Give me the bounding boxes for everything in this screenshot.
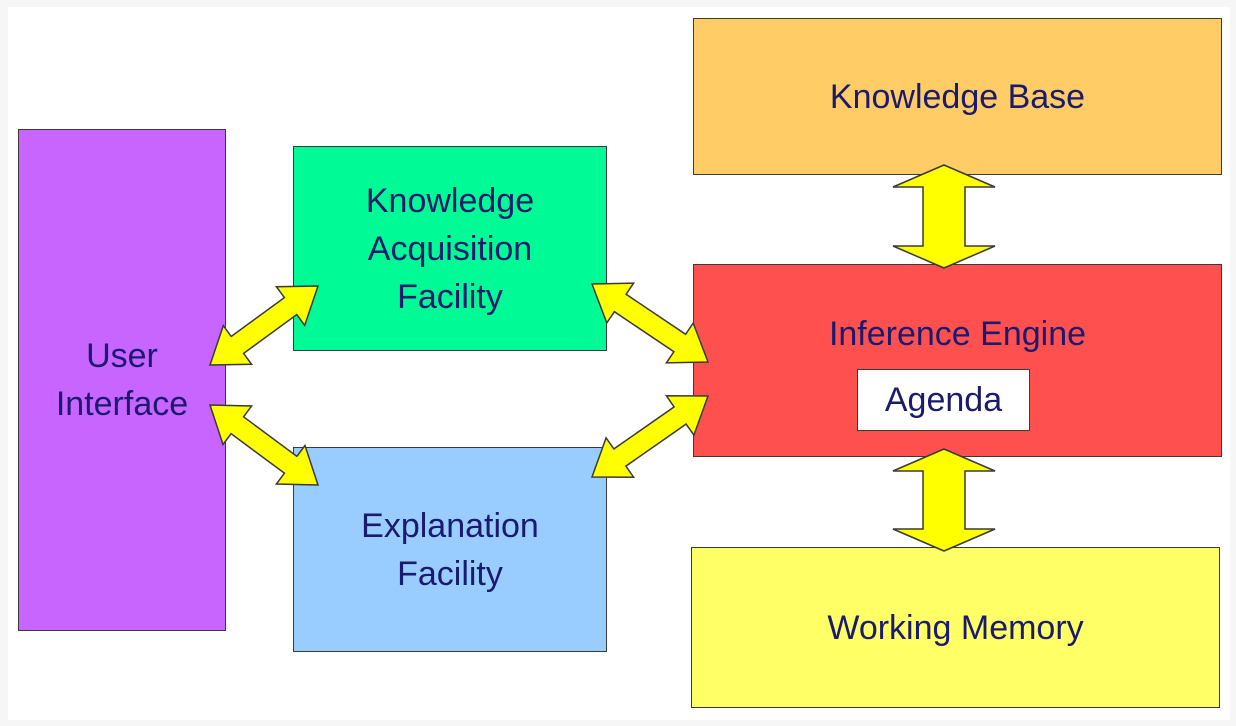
working-memory-label: Working Memory — [827, 608, 1084, 647]
explanation-facility-box: Explanation Facility — [293, 447, 607, 652]
explanation-label-line-1: Explanation — [361, 506, 539, 545]
inference-engine-label: Inference Engine — [828, 315, 1087, 353]
knowledge-acquisition-facility-box: Knowledge Acquisition Facility — [293, 146, 607, 351]
knowledge-base-label: Knowledge Base — [829, 77, 1086, 116]
knowledge-acquisition-label-line-1: Knowledge — [365, 181, 535, 220]
knowledge-base-box: Knowledge Base — [693, 18, 1222, 175]
user-interface-box: User Interface — [18, 129, 226, 631]
user-interface-label-line-2: Interface — [55, 385, 189, 423]
knowledge-acquisition-label-line-2: Acquisition — [367, 229, 533, 268]
user-interface-label-line-1: User — [86, 337, 158, 375]
knowledge-acquisition-label-line-3: Facility — [397, 277, 503, 316]
working-memory-box: Working Memory — [691, 547, 1220, 708]
agenda-label: Agenda — [884, 381, 1003, 419]
agenda-box: Agenda — [857, 369, 1030, 431]
inference-engine-box: Inference Engine Agenda — [693, 264, 1222, 457]
explanation-label-line-2: Facility — [397, 554, 503, 593]
